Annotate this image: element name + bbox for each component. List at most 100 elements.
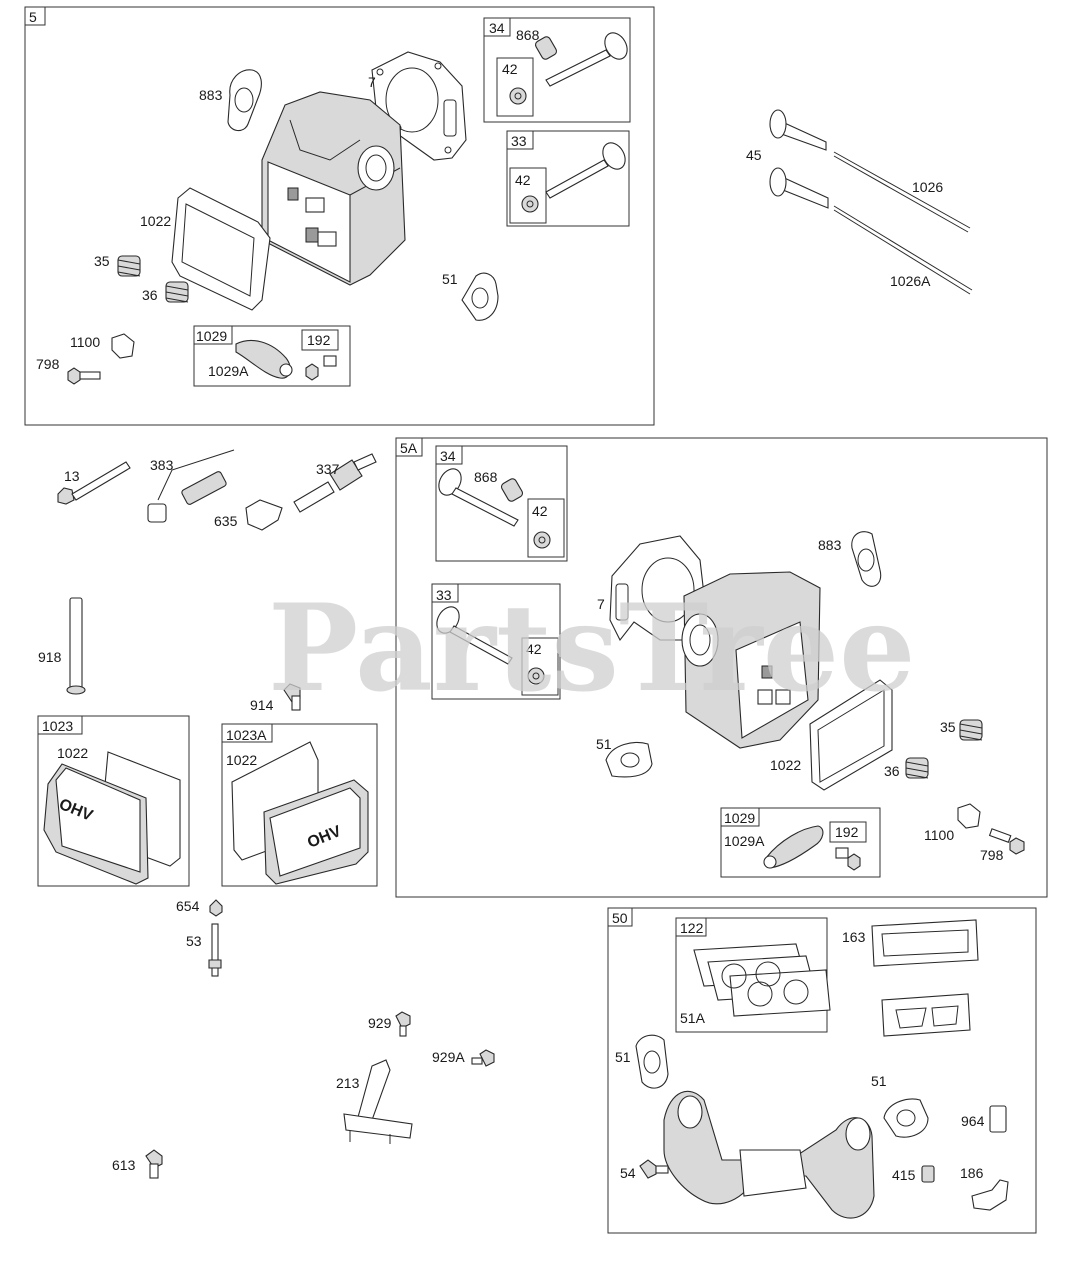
retainer-42b-part[interactable]: [521, 195, 539, 213]
label-1029A-a[interactable]: 1029A: [208, 363, 249, 379]
label-868-b[interactable]: 868: [474, 469, 498, 485]
label-1029A-b[interactable]: 1029A: [724, 833, 765, 849]
screw-929-part[interactable]: [395, 1011, 411, 1037]
label-918[interactable]: 918: [38, 649, 62, 665]
label-868-a[interactable]: 868: [516, 27, 540, 43]
bolt-798-5A-part[interactable]: [988, 828, 1025, 855]
cylinder-head-part[interactable]: [261, 91, 406, 286]
label-35-a[interactable]: 35: [94, 253, 110, 269]
valve-cover-1023-part[interactable]: OHV: [43, 751, 181, 885]
bolt-798-part[interactable]: [67, 367, 101, 385]
intake-gasket-part[interactable]: [881, 993, 971, 1037]
nut-654-part[interactable]: [209, 899, 223, 917]
label-1100-a[interactable]: 1100: [70, 334, 100, 350]
intake-manifold-part[interactable]: [663, 1090, 875, 1219]
label-914[interactable]: 914: [250, 697, 274, 713]
elbow-186-part[interactable]: [971, 1179, 1009, 1211]
label-964[interactable]: 964: [961, 1113, 985, 1129]
label-1022-b[interactable]: 1022: [770, 757, 801, 773]
valve-spring-36-5A-part[interactable]: [905, 757, 929, 779]
label-337[interactable]: 337: [316, 461, 340, 477]
nut-192-part[interactable]: [305, 355, 337, 381]
pushrod-1026-part[interactable]: [833, 151, 971, 233]
label-798-b[interactable]: 798: [980, 847, 1004, 863]
screw-613-part[interactable]: [145, 1149, 163, 1179]
valve-seal-868-5A-part[interactable]: [500, 477, 524, 502]
screw-54-part[interactable]: [639, 1159, 669, 1179]
rocker-arm-part[interactable]: [235, 340, 293, 379]
valve-spring-35-5A-part[interactable]: [959, 719, 983, 741]
label-51-a[interactable]: 51: [442, 271, 458, 287]
rocker-arm-5A-part[interactable]: [763, 825, 824, 869]
exhaust-valve-5A-part[interactable]: [432, 603, 513, 665]
intake-valve-5A-part[interactable]: [434, 465, 519, 527]
intake-valve-part[interactable]: [545, 29, 632, 87]
valve-cover-1023A-part[interactable]: OHV: [231, 741, 369, 885]
label-36-a[interactable]: 36: [142, 287, 158, 303]
plug-boot-635-part[interactable]: [245, 499, 283, 531]
label-613[interactable]: 613: [112, 1157, 136, 1173]
exhaust-gasket-part[interactable]: [227, 69, 262, 132]
pushrod-1026A-part[interactable]: [833, 205, 973, 295]
label-53[interactable]: 53: [186, 933, 202, 949]
fitting-415-part[interactable]: [921, 1165, 935, 1183]
spark-plug-337-part[interactable]: [293, 453, 377, 513]
label-929A[interactable]: 929A: [432, 1049, 465, 1065]
valve-seal-868-part[interactable]: [534, 35, 558, 60]
bolt-13-part[interactable]: [57, 461, 131, 505]
gasket-51-part[interactable]: [461, 272, 499, 321]
label-51-b[interactable]: 51: [596, 736, 612, 752]
label-36-b[interactable]: 36: [884, 763, 900, 779]
retainer-42-part[interactable]: [509, 87, 527, 105]
pushrod-tube-upper-part[interactable]: [769, 109, 827, 151]
label-415[interactable]: 415: [892, 1167, 916, 1183]
label-7-b[interactable]: 7: [597, 596, 605, 612]
label-7[interactable]: 7: [368, 74, 376, 90]
label-163[interactable]: 163: [842, 929, 866, 945]
gasket-51-left-50-part[interactable]: [635, 1034, 669, 1089]
label-51A[interactable]: 51A: [680, 1010, 706, 1026]
label-883-b[interactable]: 883: [818, 537, 842, 553]
nut-192b-part[interactable]: [835, 847, 861, 871]
label-35-b[interactable]: 35: [940, 719, 956, 735]
label-929[interactable]: 929: [368, 1015, 392, 1031]
tube-918-part[interactable]: [66, 597, 86, 695]
exhaust-gasket-5A-part[interactable]: [851, 531, 882, 587]
valve-spring-35-part[interactable]: [117, 255, 141, 277]
cylinder-head-5A-part[interactable]: [681, 571, 821, 749]
breather-1100-5A-part[interactable]: [957, 803, 981, 829]
spark-lead-383-part[interactable]: [147, 449, 235, 523]
label-1022-a[interactable]: 1022: [140, 213, 171, 229]
breather-1100-part[interactable]: [111, 333, 135, 359]
plug-964-part[interactable]: [989, 1105, 1007, 1133]
label-51-c[interactable]: 51: [615, 1049, 631, 1065]
label-883[interactable]: 883: [199, 87, 223, 103]
label-1022-c[interactable]: 1022: [57, 745, 88, 761]
screw-929A-part[interactable]: [471, 1049, 495, 1067]
label-13[interactable]: 13: [64, 468, 80, 484]
label-654[interactable]: 654: [176, 898, 200, 914]
label-1026[interactable]: 1026: [912, 179, 943, 195]
gasket-51-right-50-part[interactable]: [883, 1098, 929, 1138]
gasket-51-5A-part[interactable]: [605, 742, 653, 778]
pushrod-tube-lower-part[interactable]: [769, 167, 829, 209]
screw-914-part[interactable]: [283, 683, 301, 711]
cover-gasket-part[interactable]: [171, 187, 271, 311]
label-635[interactable]: 635: [214, 513, 238, 529]
label-54[interactable]: 54: [620, 1165, 636, 1181]
label-213[interactable]: 213: [336, 1075, 360, 1091]
bracket-213-part[interactable]: [343, 1059, 413, 1144]
valve-spring-36-part[interactable]: [165, 281, 189, 303]
retainer-42d-part[interactable]: [527, 667, 545, 685]
label-1100-b[interactable]: 1100: [924, 827, 954, 843]
label-45[interactable]: 45: [746, 147, 762, 163]
label-383[interactable]: 383: [150, 457, 174, 473]
retainer-42c-part[interactable]: [533, 531, 551, 549]
label-186[interactable]: 186: [960, 1165, 984, 1181]
gasket-kit-122-part[interactable]: [693, 943, 831, 1017]
label-798-a[interactable]: 798: [36, 356, 60, 372]
label-1026A[interactable]: 1026A: [890, 273, 931, 289]
label-51-d[interactable]: 51: [871, 1073, 887, 1089]
stud-53-part[interactable]: [208, 923, 222, 977]
cover-gasket-5A-part[interactable]: [809, 679, 893, 791]
